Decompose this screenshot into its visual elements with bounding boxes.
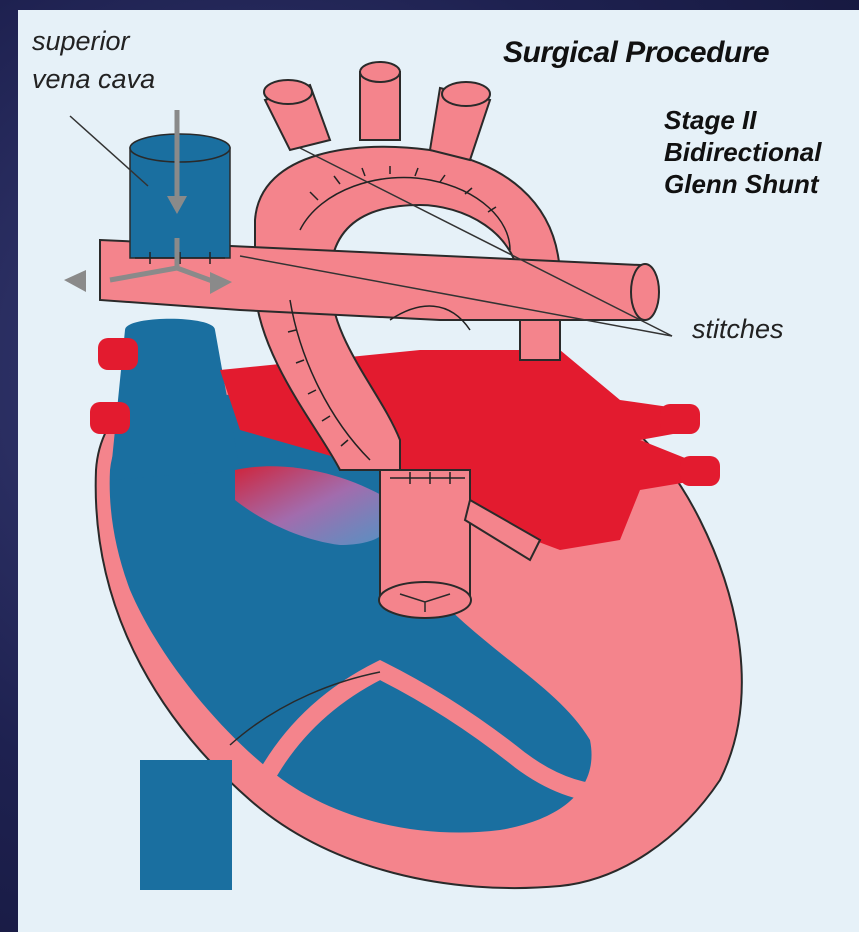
stitches-label: stitches xyxy=(692,314,784,345)
svc-label: superior vena cava xyxy=(32,22,155,98)
inferior-vena-cava xyxy=(140,760,232,890)
valve-opening xyxy=(379,582,471,618)
svc-top xyxy=(130,134,230,162)
svc-label-line-2: vena cava xyxy=(32,60,155,98)
diagram-subtitle: Stage II Bidirectional Glenn Shunt xyxy=(664,104,821,200)
aortic-branch-2-cap xyxy=(360,62,400,82)
svc-label-line-1: superior xyxy=(32,22,155,60)
pulmonary-vein-2 xyxy=(90,402,130,434)
subtitle-line-3: Glenn Shunt xyxy=(664,168,821,200)
pulmonary-artery-end xyxy=(631,264,659,320)
pulmonary-vein-1 xyxy=(98,338,138,370)
aortic-branch-3-cap xyxy=(442,82,490,106)
aortic-branch-1-cap xyxy=(264,80,312,104)
subtitle-line-1: Stage II xyxy=(664,104,821,136)
pulmonary-vein-4 xyxy=(680,456,720,486)
diagram-title: Surgical Procedure xyxy=(503,36,769,70)
subtitle-line-2: Bidirectional xyxy=(664,136,821,168)
pulmonary-vein-3 xyxy=(660,404,700,434)
neo-aorta xyxy=(380,470,470,600)
